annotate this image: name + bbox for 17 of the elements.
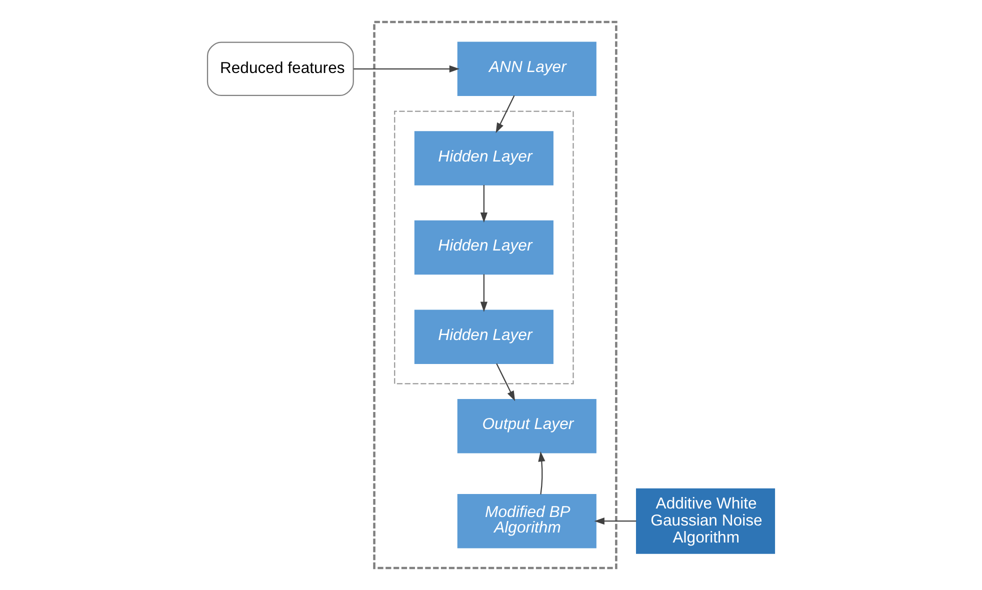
node-box: Output Layer bbox=[457, 399, 596, 454]
node-box: Hidden Layer bbox=[414, 220, 554, 275]
node-box: Hidden Layer bbox=[414, 131, 554, 186]
arrow bbox=[480, 185, 488, 223]
cluster bbox=[373, 20, 618, 570]
cluster bbox=[394, 110, 574, 384]
arrow bbox=[354, 65, 460, 72]
node-box: ANN Layer bbox=[457, 42, 596, 96]
arrow bbox=[496, 363, 516, 402]
arrow bbox=[480, 274, 488, 312]
node-box: Modified BP Algorithm bbox=[457, 494, 596, 548]
node-box: Reduced features bbox=[206, 42, 354, 96]
arrow bbox=[496, 95, 515, 134]
arrow bbox=[594, 518, 636, 525]
arrow bbox=[538, 451, 546, 494]
node-box: Hidden Layer bbox=[414, 310, 554, 364]
node-box: Additive White Gaussian Noise Algorithm bbox=[636, 488, 776, 554]
